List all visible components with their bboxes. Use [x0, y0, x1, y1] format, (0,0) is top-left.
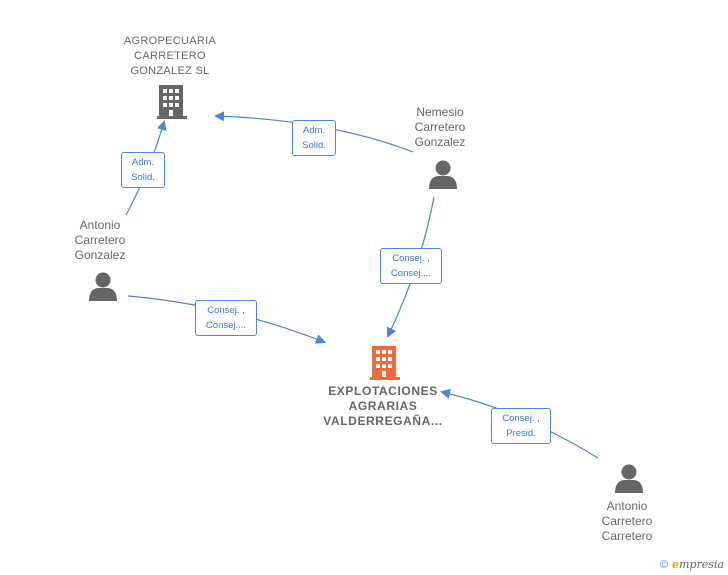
relation-text: Adm. — [302, 125, 326, 136]
person-icon — [615, 464, 643, 493]
node-label-line: Carretero — [601, 514, 653, 528]
relation-text: Solid. — [131, 172, 155, 183]
person-icon — [429, 160, 457, 189]
node-label-line: Antonio — [79, 218, 121, 232]
building-icon — [157, 85, 187, 119]
relation-badge-nemesio-explotaciones[interactable]: Consej. , Consej.... — [380, 248, 442, 284]
relation-badge-antonio-explotaciones[interactable]: Consej. , Consej.... — [195, 300, 257, 336]
node-label-line: Carretero — [74, 233, 126, 247]
brand-footer[interactable]: © empresia — [660, 558, 724, 571]
person-node-nemesio[interactable]: Nemesio Carretero Gonzalez — [390, 105, 490, 150]
node-label-line: Antonio — [606, 499, 648, 513]
relation-text: Consej. , — [502, 413, 540, 424]
person-node-antonio-gonzalez[interactable]: Antonio Carretero Gonzalez — [50, 218, 150, 263]
node-label-line: GONZALEZ SL — [130, 65, 210, 77]
node-label-line: EXPLOTACIONES — [328, 384, 438, 398]
relation-text: Consej.... — [205, 320, 247, 331]
relation-badge-antonio-agropecuaria[interactable]: Adm. Solid. — [121, 152, 165, 188]
node-label-line: AGRARIAS — [348, 399, 418, 413]
brand-name: mpresia — [679, 558, 724, 571]
brand-initial: e — [672, 558, 680, 571]
relation-badge-antonio-c-explotaciones[interactable]: Consej. , Presid. — [491, 408, 551, 444]
node-label-line: Gonzalez — [414, 135, 466, 149]
node-label-line: Carretero — [601, 529, 653, 543]
copyright-icon: © — [659, 558, 669, 571]
relation-text: Consej. , — [207, 305, 245, 316]
brand-logo: empresia — [672, 558, 724, 571]
node-label-line: CARRETERO — [134, 50, 206, 62]
relation-text: Solid. — [302, 140, 326, 151]
relation-text: Consej. , — [392, 253, 430, 264]
focus-building-icon — [370, 346, 400, 380]
relation-text: Adm. — [131, 157, 155, 168]
node-label-line: Carretero — [414, 120, 466, 134]
person-node-antonio-carretero[interactable]: Antonio Carretero Carretero — [577, 499, 677, 544]
node-label-line: Nemesio — [416, 105, 464, 119]
relation-text: Consej.... — [390, 268, 432, 279]
node-label-line: Gonzalez — [74, 248, 126, 262]
node-label-line: AGROPECUARIA — [123, 35, 217, 47]
company-node-agropecuaria[interactable]: AGROPECUARIA CARRETERO GONZALEZ SL — [110, 34, 230, 79]
company-node-explotaciones[interactable]: EXPLOTACIONES AGRARIAS VALDERREGAÑA... — [313, 384, 453, 429]
node-label-line: VALDERREGAÑA... — [323, 414, 443, 428]
person-icon — [89, 272, 117, 301]
relation-badge-nemesio-agropecuaria[interactable]: Adm. Solid. — [292, 120, 336, 156]
relation-text: Presid. — [506, 428, 536, 439]
